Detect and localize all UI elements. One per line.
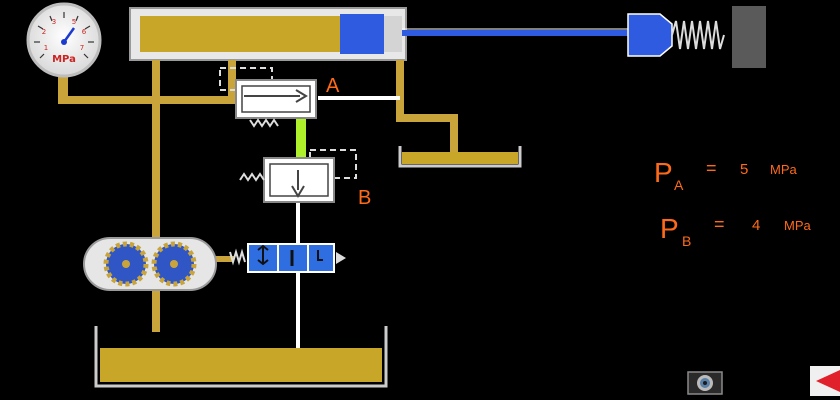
readout-b-symbol: P <box>660 213 679 244</box>
svg-text:3: 3 <box>52 18 56 26</box>
main-tank <box>94 326 388 388</box>
readout-a-unit: MPa <box>770 162 798 177</box>
return-tank-oil <box>402 152 518 164</box>
directional-valve <box>229 243 346 273</box>
valve-a-outlet-line <box>318 96 400 100</box>
cylinder-to-valve-a-line <box>228 60 236 104</box>
pressure-readout-b: P B = 4 MPa <box>660 213 812 249</box>
gauge-unit-label: MPa <box>52 54 76 65</box>
hydraulic-cylinder <box>129 7 632 61</box>
directional-valve-spring <box>229 248 246 266</box>
pressure-gauge: 1 23 56 7 MPa <box>26 2 102 102</box>
valve-b-label: B <box>358 187 371 209</box>
readout-b-value: 4 <box>752 217 760 234</box>
valve-b-spring <box>239 172 265 182</box>
readout-a-equals: = <box>706 158 717 178</box>
piston-rod <box>402 30 632 36</box>
speaker-icon <box>697 375 713 391</box>
valve-a-flow-arrow-icon <box>295 89 308 103</box>
valve-b-flow-arrow-icon <box>291 185 305 198</box>
previous-button[interactable] <box>810 366 840 396</box>
sound-button[interactable] <box>687 371 723 395</box>
main-tank-oil <box>100 348 382 382</box>
pilot-signal-line <box>296 118 306 172</box>
readout-a-subscript: A <box>674 177 684 193</box>
readout-a-value: 5 <box>740 161 748 178</box>
svg-text:1: 1 <box>44 44 48 52</box>
readout-b-equals: = <box>714 214 725 234</box>
readout-b-unit: MPa <box>784 218 812 233</box>
piston-head <box>340 14 384 54</box>
directional-valve-position-2 <box>277 243 309 273</box>
load-block <box>627 13 673 57</box>
return-tank <box>398 146 522 168</box>
tank-return-drop <box>450 114 458 154</box>
valve-b-drain-line <box>296 200 300 350</box>
readout-b-subscript: B <box>682 233 691 249</box>
directional-valve-actuator-icon <box>336 252 346 264</box>
cylinder-oil-chamber <box>140 16 340 52</box>
load-spring-assembly <box>627 6 766 68</box>
svg-text:6: 6 <box>82 28 87 36</box>
svg-text:5: 5 <box>72 18 76 26</box>
spring <box>671 20 725 50</box>
pump-pressure-line <box>152 60 160 332</box>
arrow-left-icon <box>816 370 840 392</box>
pressure-valve-a: A <box>219 67 340 128</box>
svg-text:2: 2 <box>42 28 46 36</box>
gauge-stem <box>58 66 68 102</box>
rod-chamber <box>384 16 402 52</box>
gauge-line <box>58 96 236 104</box>
pressure-readout-a: P A = 5 MPa <box>654 157 798 193</box>
rod-drain-horizontal <box>396 114 458 122</box>
gear-pump <box>83 237 217 291</box>
valve-a-label: A <box>326 75 340 97</box>
pump-outlet-line <box>212 256 234 262</box>
valve-a-spring <box>249 118 279 128</box>
svg-text:7: 7 <box>80 44 84 52</box>
fixed-wall <box>732 6 766 68</box>
directional-valve-position-3 <box>307 243 335 273</box>
pipes <box>58 60 458 350</box>
pressure-valve-b: B <box>239 149 371 209</box>
readout-a-symbol: P <box>654 157 673 188</box>
rod-drain-line <box>396 60 404 120</box>
